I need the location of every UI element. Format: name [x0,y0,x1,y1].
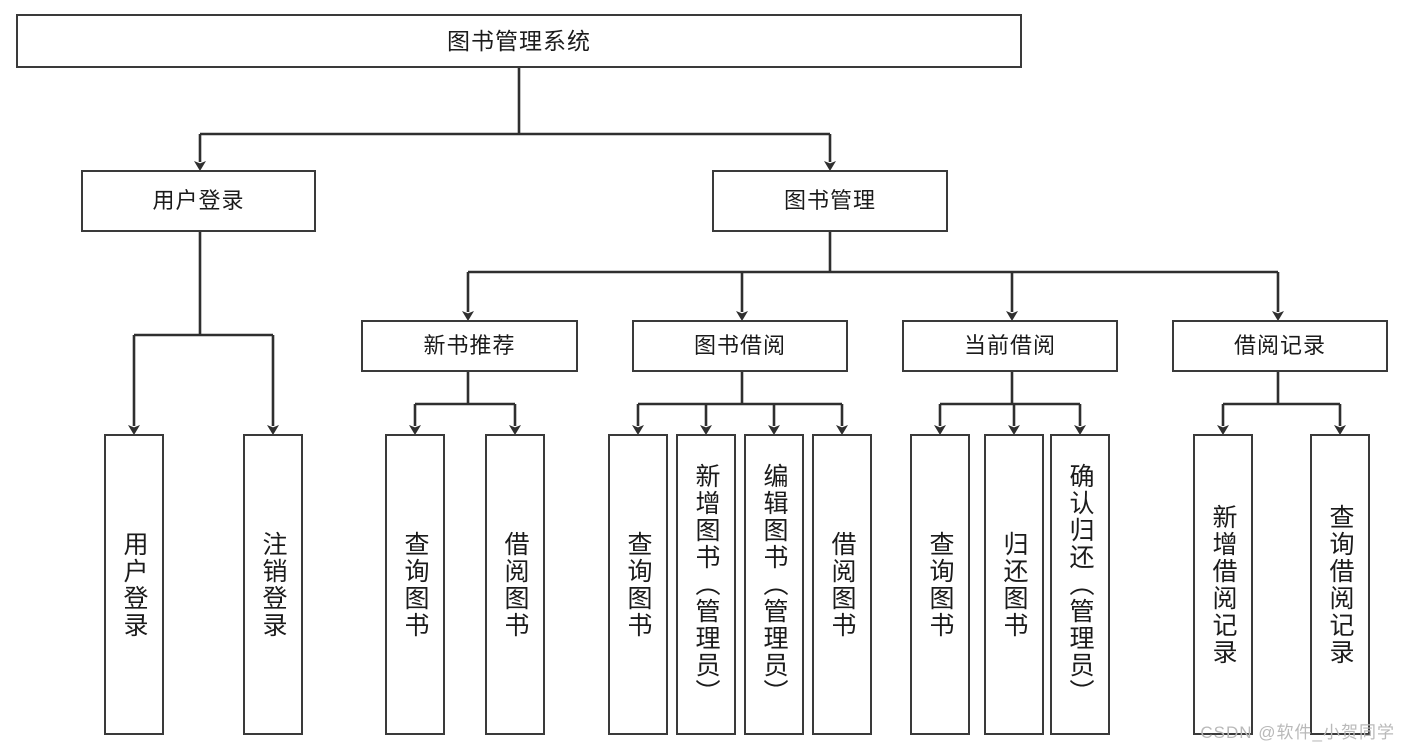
node-leaf-add-borrow-record-label: 新增借阅记录 [1209,503,1237,666]
node-book-borrow[interactable]: 图书借阅 [632,320,848,372]
node-borrow-record-label: 借阅记录 [1233,333,1326,359]
node-book-manage[interactable]: 图书管理 [712,170,948,232]
node-leaf-query-borrow-record[interactable]: 查询借阅记录 [1310,434,1370,735]
node-leaf-return-book-label: 归还图书 [1000,530,1028,639]
node-leaf-query-book-rec-label: 查询图书 [401,530,429,639]
node-user-login[interactable]: 用户登录 [81,170,316,232]
node-current-borrow-label: 当前借阅 [963,333,1056,359]
node-leaf-query-book-current-label: 查询图书 [926,530,954,639]
node-leaf-add-book-admin-label: 新增图书（管理员） [692,463,720,706]
node-leaf-user-login-label: 用户登录 [120,530,148,639]
node-current-borrow[interactable]: 当前借阅 [902,320,1118,372]
node-leaf-user-login[interactable]: 用户登录 [104,434,164,735]
node-leaf-query-book-current[interactable]: 查询图书 [910,434,970,735]
node-leaf-borrow-book-label: 借阅图书 [828,530,856,639]
node-leaf-borrow-book[interactable]: 借阅图书 [812,434,872,735]
node-root[interactable]: 图书管理系统 [16,14,1022,68]
node-leaf-query-book-borrow-label: 查询图书 [624,530,652,639]
node-root-label: 图书管理系统 [447,27,591,54]
node-leaf-add-book-admin[interactable]: 新增图书（管理员） [676,434,736,735]
node-leaf-borrow-book-rec-label: 借阅图书 [501,530,529,639]
node-leaf-query-book-borrow[interactable]: 查询图书 [608,434,668,735]
node-leaf-edit-book-admin-label: 编辑图书（管理员） [760,463,788,706]
node-new-book-rec[interactable]: 新书推荐 [361,320,578,372]
node-new-book-rec-label: 新书推荐 [423,333,516,359]
node-leaf-return-book[interactable]: 归还图书 [984,434,1044,735]
node-leaf-query-borrow-record-label: 查询借阅记录 [1326,503,1354,666]
node-book-manage-label: 图书管理 [783,188,876,214]
node-leaf-borrow-book-rec[interactable]: 借阅图书 [485,434,545,735]
csdn-watermark: CSDN @软件_小贺同学 [1200,723,1395,742]
node-leaf-edit-book-admin[interactable]: 编辑图书（管理员） [744,434,804,735]
node-leaf-query-book-rec[interactable]: 查询图书 [385,434,445,735]
node-leaf-confirm-return-admin[interactable]: 确认归还（管理员） [1050,434,1110,735]
node-leaf-add-borrow-record[interactable]: 新增借阅记录 [1193,434,1253,735]
node-leaf-confirm-return-admin-label: 确认归还（管理员） [1066,463,1094,706]
node-book-borrow-label: 图书借阅 [693,333,786,359]
node-leaf-user-logout[interactable]: 注销登录 [243,434,303,735]
node-borrow-record[interactable]: 借阅记录 [1172,320,1388,372]
node-user-login-label: 用户登录 [152,188,245,214]
node-leaf-user-logout-label: 注销登录 [259,530,287,639]
